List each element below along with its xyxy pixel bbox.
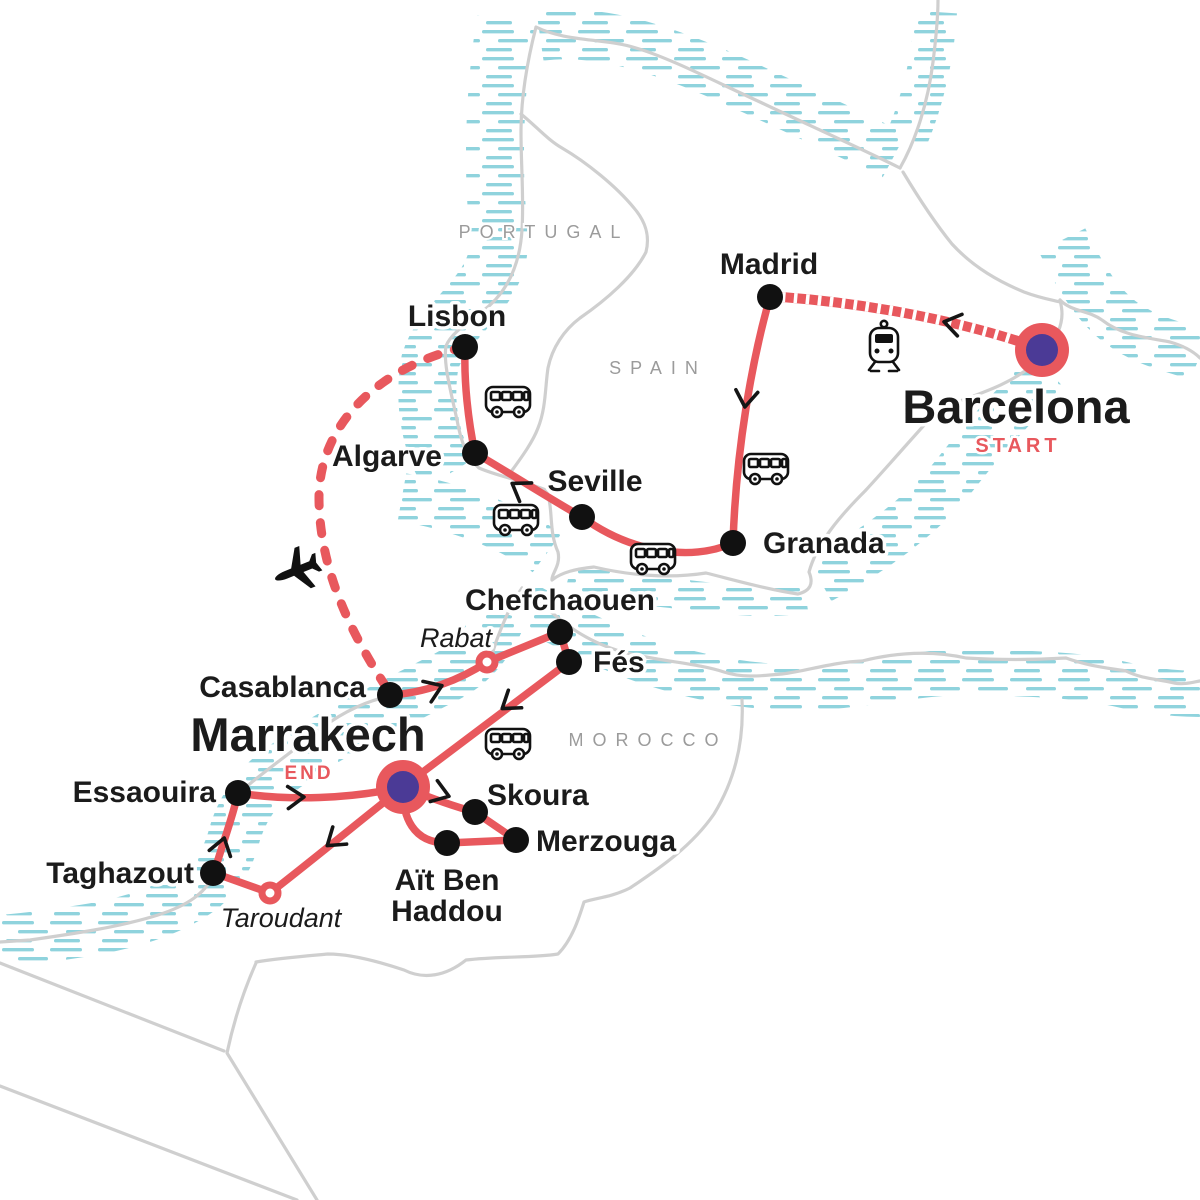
label-merzouga: Merzouga — [536, 825, 676, 858]
marker-skoura — [462, 799, 488, 825]
marker-marrakech — [376, 760, 430, 814]
leg-lisbon-casablanca-flight — [314, 342, 470, 698]
marker-algarve — [462, 440, 488, 466]
bus-icon — [484, 385, 532, 419]
label-lisbon: Lisbon — [408, 300, 506, 333]
marker-barcelona — [1015, 323, 1069, 377]
label-algarve: Algarve — [332, 440, 442, 473]
label-aitben-line2: Haddou — [391, 895, 503, 928]
french-atlantic-coastline — [898, 0, 940, 170]
label-taghazout: Taghazout — [46, 857, 194, 890]
label-essaouira: Essaouira — [73, 776, 217, 809]
marker-granada — [720, 530, 746, 556]
leg-algarve-lisbon — [461, 346, 479, 457]
marker-seville — [569, 504, 595, 530]
label-madrid: Madrid — [720, 248, 818, 281]
marker-taroudant — [258, 881, 282, 905]
bus-icon — [492, 503, 540, 537]
leg-madrid-granada — [729, 293, 774, 547]
label-chefchaouen: Chefchaouen — [465, 584, 655, 617]
stop-markers — [200, 284, 1069, 905]
marker-fes — [556, 649, 582, 675]
label-marrakech: Marrakech — [190, 708, 425, 761]
rail-line — [777, 292, 1035, 350]
bus-icon — [484, 727, 532, 761]
marker-rabat — [475, 650, 499, 674]
western-sahara-border-1 — [0, 961, 226, 1053]
sea-french-atlantic — [887, 10, 957, 147]
morocco-algeria-border — [254, 698, 744, 978]
marker-casablanca — [377, 682, 403, 708]
bus-icon — [629, 542, 677, 576]
plane-icon — [266, 541, 327, 600]
label-barcelona: Barcelona — [902, 380, 1130, 433]
marker-chefchaouen — [547, 619, 573, 645]
sea-spain-south-coast — [564, 564, 809, 616]
country-label-spain: SPAIN — [609, 358, 707, 378]
country-label-morocco: MOROCCO — [569, 730, 728, 750]
label-casablanca: Casablanca — [199, 671, 366, 704]
train-icon — [867, 319, 901, 373]
label-seville: Seville — [547, 465, 642, 498]
portugal-spain-border — [506, 112, 650, 478]
morocco-mediterranean-coastline — [520, 586, 1200, 686]
sea-portugal-west-coast — [398, 15, 535, 490]
leg-rabat-chefchaouen — [483, 628, 564, 666]
marker-lisbon — [452, 334, 478, 360]
label-aitben-line1: Aït Ben — [395, 864, 500, 897]
pyrenees-border — [901, 170, 1062, 304]
marker-essaouira — [225, 780, 251, 806]
label-taroudant: Taroudant — [221, 903, 343, 933]
sea-alboran-mediterranean — [512, 583, 1200, 717]
label-fes: Fés — [593, 646, 645, 679]
western-sahara-border-3 — [0, 1084, 299, 1200]
sea-gulf-of-cadiz — [397, 473, 562, 573]
marker-madrid — [757, 284, 783, 310]
label-skoura: Skoura — [487, 779, 589, 812]
western-sahara-border-2 — [225, 961, 319, 1200]
badge-start: START — [975, 435, 1060, 457]
marker-merzouga — [503, 827, 529, 853]
french-mediterranean-coastline — [1058, 298, 1200, 360]
sea-french-mediterranean — [1038, 228, 1200, 381]
bus-icon — [742, 452, 790, 486]
country-labels: PORTUGAL SPAIN MOROCCO — [457, 220, 728, 752]
leg-fes-marrakech — [399, 658, 573, 791]
marker-taghazout — [200, 860, 226, 886]
marker-aitbenhaddou — [434, 830, 460, 856]
country-label-portugal: PORTUGAL — [459, 222, 630, 242]
label-granada: Granada — [763, 527, 885, 560]
label-rabat: Rabat — [420, 623, 494, 653]
leg-barcelona-madrid-rail — [777, 292, 1035, 350]
sea-bay-of-biscay — [536, 9, 906, 179]
sea-spain-east-coast — [808, 354, 1066, 602]
stop-labels: Barcelona START Madrid Lisbon Algarve Se… — [43, 245, 1134, 937]
badge-end: END — [284, 763, 333, 784]
